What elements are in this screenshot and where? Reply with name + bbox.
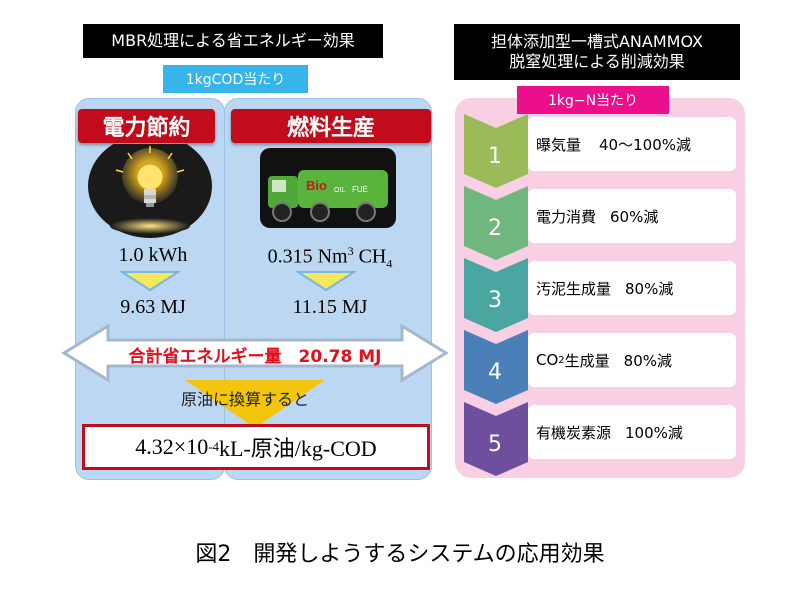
step-3-label: 汚泥生成量 (536, 279, 612, 298)
chevron-step-4 (464, 330, 528, 404)
power-converted-text: 9.63 MJ (120, 296, 186, 318)
crude-oil-result-box: 4.32×10-4 kL-原油/kg-COD (82, 424, 430, 470)
truck-bio-text: Bio (306, 178, 327, 193)
step-box-2: 電力消費 60%減 (528, 189, 736, 243)
step-2-label: 電力消費 (536, 207, 597, 226)
unit-tag-cod: 1kgCOD当たり (163, 65, 308, 93)
fuel-value-prefix: 0.315 Nm (267, 245, 348, 268)
step-2-value: 60%減 (610, 207, 659, 226)
truck-oil-text: OIL (334, 187, 345, 194)
fuel-production-title: 燃料生産 (231, 109, 431, 143)
step-number-5: 5 (488, 432, 502, 457)
power-saving-title: 電力節約 (78, 109, 215, 143)
power-converted-value: 9.63 MJ (78, 296, 228, 319)
fuel-production-title-text: 燃料生産 (286, 116, 375, 141)
fuel-value-mid: CH (353, 245, 387, 268)
truck-icon: Bio OIL FUE (260, 148, 396, 228)
left-section-title: MBR処理による省エネルギー効果 (83, 24, 383, 58)
step-number-1: 1 (488, 144, 502, 169)
step-1-label: 曝気量 (536, 135, 582, 154)
power-value-text: 1.0 kWh (118, 244, 188, 266)
unit-tag-cod-text: 1kgCOD当たり (185, 72, 286, 88)
step-number-4: 4 (488, 360, 502, 385)
step-5-value: 100%減 (625, 423, 683, 442)
step-3-value: 80%減 (625, 279, 674, 298)
chevron-step-3 (464, 258, 528, 332)
step-chevrons (464, 114, 528, 476)
convert-note: 原油に換算すると (130, 386, 360, 410)
unit-tag-nitrogen: 1kg−N当たり (517, 86, 669, 114)
result-prefix: 4.32×10 (135, 434, 209, 459)
fuel-value-sup: 3 (347, 244, 354, 258)
down-arrow-power-icon (120, 271, 180, 292)
step-number-3: 3 (488, 288, 502, 313)
down-arrow-fuel-icon (296, 271, 356, 292)
right-section-title: 担体添加型一槽式ANAMMOX 脱窒処理による削減効果 (454, 24, 740, 80)
power-saving-title-text: 電力節約 (102, 116, 191, 141)
step-4-label-sub: 2 (558, 354, 565, 366)
chevron-step-1 (464, 114, 528, 188)
right-title-line1: 担体添加型一槽式ANAMMOX (490, 32, 703, 51)
step-box-1: 曝気量 40〜100%減 (528, 117, 736, 171)
step-box-5: 有機炭素源 100%減 (528, 405, 736, 459)
figure-caption-text: 図2 開発しようするシステムの応用効果 (195, 542, 605, 567)
unit-tag-nitrogen-text: 1kg−N当たり (547, 93, 639, 109)
step-number-2: 2 (488, 216, 502, 241)
fuel-value: 0.315 Nm3 CH4 (225, 244, 435, 272)
step-4-label-prefix: CO (536, 351, 559, 369)
result-suffix: kL-原油/kg-COD (219, 436, 377, 461)
step-4-label-suffix: 生成量 (564, 351, 610, 370)
result-sup: -4 (208, 439, 220, 454)
step-4-value: 80%減 (623, 351, 673, 370)
right-title-line2: 脱窒処理による削減効果 (509, 52, 685, 71)
fuel-value-sub: 4 (386, 256, 393, 271)
truck-fuel-text: FUE (352, 185, 368, 194)
total-energy-label: 合計省エネルギー量 20.78 MJ (95, 342, 415, 367)
fuel-converted-value: 11.15 MJ (225, 296, 435, 319)
light-bulb-icon (88, 144, 212, 238)
chevron-step-5 (464, 402, 528, 476)
fuel-converted-text: 11.15 MJ (292, 296, 368, 318)
step-1-value: 40〜100%減 (599, 135, 691, 154)
power-value: 1.0 kWh (78, 244, 228, 267)
figure-caption: 図2 開発しようするシステムの応用効果 (0, 536, 800, 568)
step-5-label: 有機炭素源 (536, 423, 612, 442)
total-double-arrow-icon (61, 323, 449, 428)
total-energy-text: 合計省エネルギー量 20.78 MJ (128, 347, 382, 367)
step-box-3: 汚泥生成量 80%減 (528, 261, 736, 315)
chevron-step-2 (464, 186, 528, 260)
convert-note-text: 原油に換算すると (180, 390, 309, 409)
left-title-text: MBR処理による省エネルギー効果 (111, 31, 355, 50)
